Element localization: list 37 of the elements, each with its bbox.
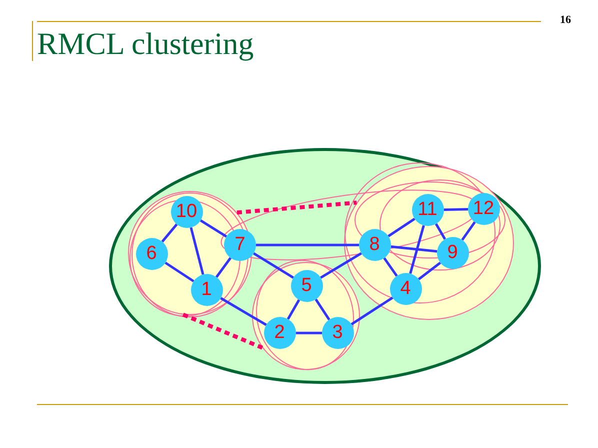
vertex-circle: 9: [436, 236, 468, 268]
page-number: 16: [560, 14, 571, 26]
connector-line: [350, 296, 394, 326]
connector-line: [444, 208, 468, 211]
vertex-circle: 5: [290, 270, 322, 302]
connector-line: [320, 252, 362, 279]
vertex-circle: 4: [390, 272, 422, 304]
vertex-circle: 11: [412, 194, 444, 226]
connector-line: [296, 332, 322, 334]
connector-line: [215, 257, 232, 278]
connector-line: [388, 218, 416, 238]
connector-line: [409, 225, 425, 274]
vertex-circle: 8: [358, 228, 390, 260]
connector-line: [383, 257, 398, 277]
connector-line: [190, 227, 204, 275]
connector-line: [164, 262, 194, 282]
connector-line: [418, 262, 442, 280]
vertex-circle: 6: [136, 238, 168, 270]
dotted-connector: [236, 200, 357, 215]
connector-line: [256, 244, 359, 246]
dotted-connector: [182, 312, 264, 350]
slide-title: RMCL clustering: [37, 26, 254, 62]
vertex-circle: 3: [322, 316, 354, 348]
connector-line: [161, 224, 178, 242]
vertex-circle: 2: [264, 316, 296, 348]
connector-line: [286, 299, 300, 320]
connector-line: [253, 252, 294, 279]
region-circle: [252, 262, 360, 370]
connector-line: [390, 245, 438, 253]
vertex-circle: 12: [468, 192, 500, 224]
connector-line: [220, 297, 267, 326]
connector-line: [200, 219, 228, 238]
connector-line: [461, 221, 476, 241]
vertex-circle: 1: [190, 274, 222, 306]
connector-line: [314, 298, 330, 320]
connector-line: [434, 223, 446, 240]
vertex-circle: 10: [170, 196, 202, 228]
